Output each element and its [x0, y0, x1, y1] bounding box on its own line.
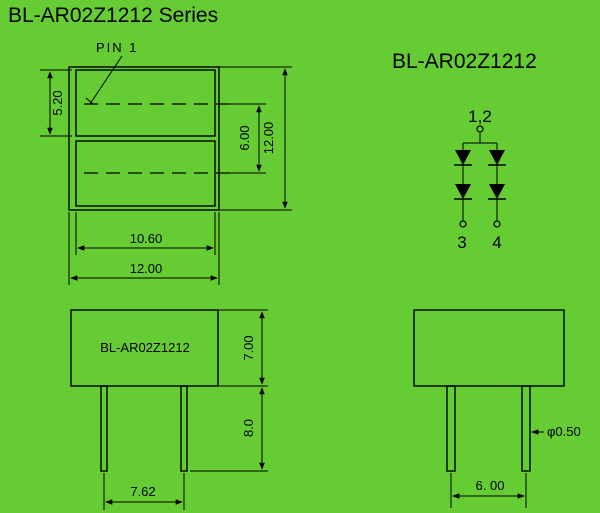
dim-outer-width: 12.00 [130, 261, 163, 276]
dim-inner-width: 10.60 [130, 231, 163, 246]
pin-common-label: 1,2 [468, 107, 492, 126]
pin3-node [459, 220, 467, 228]
led-diode-icon [455, 150, 471, 165]
pin1-leader [89, 55, 123, 105]
segment-lower [75, 140, 216, 207]
dim-top-seg-height: 5.20 [50, 90, 65, 115]
front-view: BL-AR02Z1212 7.00 8.0 7.62 [70, 309, 268, 510]
model-label: BL-AR02Z1212 [392, 50, 537, 73]
body-side [413, 309, 565, 387]
outer-frame [68, 66, 220, 211]
segment-upper [75, 69, 216, 137]
circuit-schematic: 1,2 3 4 [454, 107, 506, 252]
pin4-node [493, 220, 501, 228]
pin1-label: PIN 1 [96, 40, 139, 55]
top-view: PIN 1 5.20 6.00 12.00 10.60 12.00 [40, 40, 292, 285]
pin4-label: 4 [492, 233, 501, 252]
side-view: 6. 00 φ0.50 [413, 309, 581, 508]
pin-lead-left [446, 385, 456, 472]
pin-lead-left [100, 385, 108, 472]
body-front [70, 309, 219, 387]
dim-total-height: 12.00 [261, 122, 276, 155]
pin-lead-right [180, 385, 188, 472]
led-diode-icon [489, 184, 505, 199]
pin-common-node [476, 125, 484, 133]
led-diode-icon [489, 150, 505, 165]
pin1-mark [85, 97, 94, 105]
dim-pin-pitch-side: 6. 00 [476, 478, 505, 493]
dim-pin-pitch-front: 7.62 [130, 484, 155, 499]
dim-pin-length: 8.0 [241, 419, 256, 437]
series-title: BL-AR02Z1212 Series [8, 4, 218, 27]
pin-lead-right [521, 385, 531, 472]
dim-pin-diameter: φ0.50 [547, 424, 581, 439]
dim-body-height: 7.00 [241, 335, 256, 360]
led-diode-icon [455, 184, 471, 199]
dim-segment-pitch: 6.00 [237, 125, 252, 150]
pin3-label: 3 [457, 233, 466, 252]
body-part-label: BL-AR02Z1212 [100, 340, 190, 355]
